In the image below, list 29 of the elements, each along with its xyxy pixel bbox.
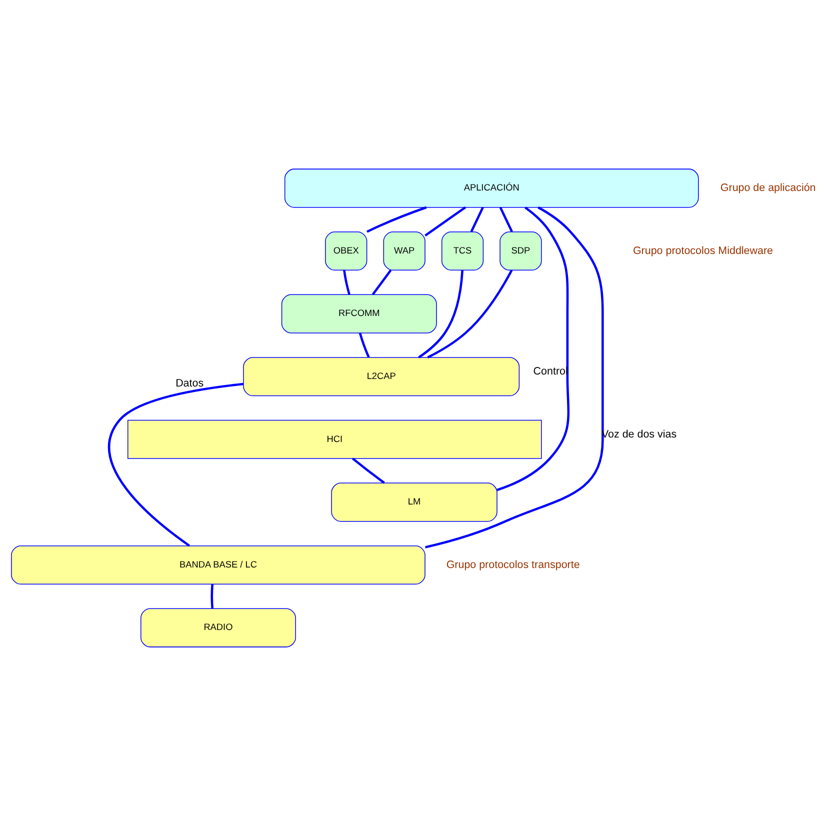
node-box: HCI bbox=[127, 420, 542, 459]
connector bbox=[499, 206, 513, 232]
connector bbox=[108, 382, 244, 547]
node-box: L2CAP bbox=[243, 357, 520, 396]
label: Grupo protocolos Middleware bbox=[632, 244, 773, 257]
connector bbox=[372, 269, 392, 296]
connector bbox=[366, 206, 427, 233]
connector bbox=[343, 270, 350, 295]
connector bbox=[427, 270, 513, 358]
node-box: RFCOMM bbox=[281, 294, 437, 334]
edge-label: Datos bbox=[176, 377, 204, 390]
node-box: LM bbox=[331, 482, 498, 522]
connector bbox=[210, 584, 214, 609]
connector bbox=[358, 332, 370, 358]
connector bbox=[424, 206, 466, 236]
label: Grupo de aplicación bbox=[720, 182, 816, 194]
node-box: APLICACIÓN bbox=[284, 168, 699, 208]
node-box: RADIO bbox=[140, 608, 296, 648]
node-box: SDP bbox=[500, 231, 542, 271]
connector bbox=[418, 270, 464, 358]
node-box: BANDA BASE / LC bbox=[11, 545, 426, 585]
connector bbox=[496, 206, 570, 492]
label: Grupo protocolos transporte bbox=[446, 558, 580, 571]
connector bbox=[470, 206, 484, 232]
node-box: TCS bbox=[441, 231, 484, 271]
connector bbox=[425, 206, 604, 548]
node-box: WAP bbox=[383, 231, 426, 271]
connector bbox=[352, 458, 385, 484]
node-box: OBEX bbox=[325, 231, 368, 271]
